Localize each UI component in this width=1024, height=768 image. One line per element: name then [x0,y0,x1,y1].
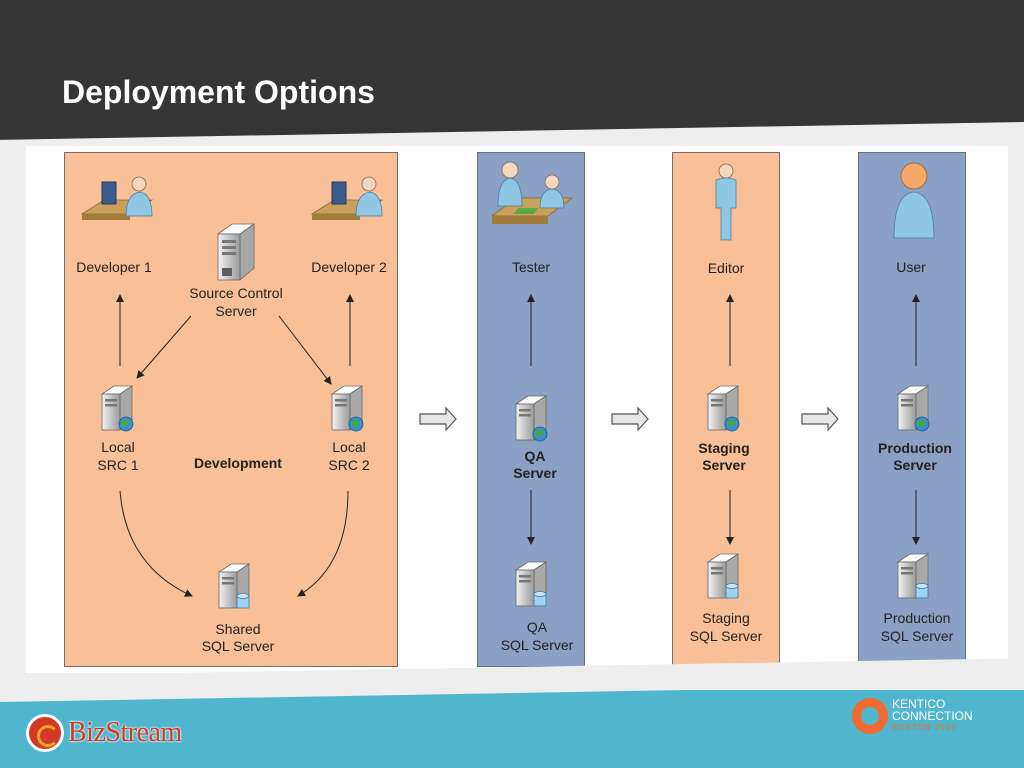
staging-server-label-line1: Staging [698,440,750,456]
qa-server-icon [514,395,548,442]
production-server-label-line1: Production [878,440,952,456]
user-icon [893,162,935,239]
bizstream-logo-mark-icon [26,714,64,752]
kentico-line3: BOSTON 2013 [892,723,957,732]
qa-server-label-line2: Server [513,465,557,481]
developer-2-label: Developer 2 [311,259,387,275]
local-src-2-server-icon [330,385,364,432]
kentico-connection-logo: KENTICO CONNECTION BOSTON 2013 [852,698,973,734]
bizstream-logo: BizStream [26,714,182,752]
production-sql-server-icon [896,553,930,599]
staging-sql-label-line2: SQL Server [689,628,763,644]
deployment-diagram: Developer 1 Developer 2 Source Control S… [26,146,1008,673]
staging-sql-server-icon [706,553,740,599]
developer-1-icon [80,176,154,220]
editor-icon [715,163,737,241]
production-server-icon [896,385,930,432]
local-src-1-label-line1: Local [101,439,135,455]
kentico-line1: KENTICO [892,697,946,711]
arrow-source-to-local2 [278,315,332,385]
user-label: User [896,259,926,275]
production-sql-label-line2: SQL Server [880,628,954,644]
source-control-server-icon [216,223,256,281]
production-sql-label-line1: Production [883,610,951,626]
shared-sql-label-line1: Shared [215,621,261,637]
qa-sql-label-line1: QA [526,619,548,635]
kentico-logo-mark-icon [852,698,888,734]
developer-2-icon [310,176,384,220]
staging-sql-label-line1: Staging [702,610,750,626]
bizstream-logo-text: BizStream [68,717,182,748]
source-control-label-line1: Source Control [189,285,283,301]
footer-band [0,658,1024,768]
kentico-line2: CONNECTION [892,709,973,723]
local-src-1-server-icon [100,385,134,432]
staging-server-label-line2: Server [702,457,746,473]
slide-title: Deployment Options [62,74,375,110]
editor-label: Editor [707,260,745,276]
flow-arrow-staging-to-production [801,406,839,432]
kentico-logo-text: KENTICO CONNECTION BOSTON 2013 [892,698,973,734]
arrow-source-to-local1 [136,315,192,379]
title-bar [0,0,1024,170]
flow-arrow-dev-to-qa [419,406,457,432]
staging-server-icon [706,385,740,432]
source-control-label-line2: Server [215,303,257,319]
production-server-label-line2: Server [893,457,937,473]
qa-server-label-line1: QA [524,448,546,464]
local-src-2-label-line2: SRC 2 [328,457,370,473]
tester-icon [490,161,574,224]
shared-sql-server-icon [217,563,251,609]
development-environment-label: Development [194,455,282,471]
tester-label: Tester [511,259,551,275]
local-src-2-label-line1: Local [332,439,366,455]
developer-1-label: Developer 1 [76,259,152,275]
shared-sql-label-line2: SQL Server [201,638,275,654]
arrow-local1-to-shared [119,490,193,597]
qa-sql-server-icon [514,561,548,607]
qa-sql-label-line2: SQL Server [500,637,574,653]
connector-layer [80,161,935,609]
local-src-1-label-line2: SRC 1 [97,457,139,473]
flow-arrow-qa-to-staging [611,406,649,432]
arrow-local2-to-shared [297,490,349,597]
